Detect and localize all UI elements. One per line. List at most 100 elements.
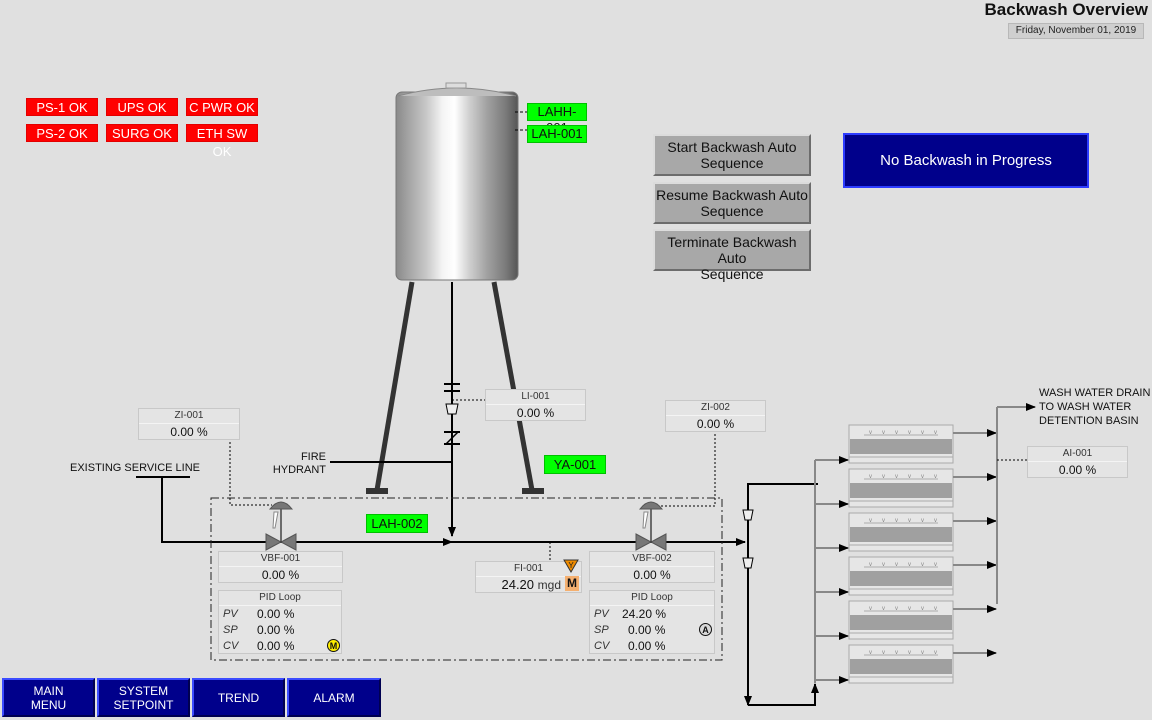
instrument-tag: VBF-002: [590, 552, 714, 567]
instrument-tag: VBF-001: [219, 552, 342, 567]
terminate-backwash-button[interactable]: Terminate Backwash Auto Sequence: [653, 229, 811, 282]
nav-alarm-button[interactable]: ALARM: [287, 678, 381, 717]
button-label-line1: Start Backwash Auto: [667, 139, 797, 155]
status-ups: UPS OK: [106, 98, 178, 116]
button-label-line2: Sequence: [700, 203, 764, 219]
svg-text:v: v: [934, 606, 937, 612]
label-line: WASH WATER DRAIN: [1039, 387, 1151, 399]
nav-label: ALARM: [313, 690, 355, 705]
svg-text:v: v: [908, 430, 911, 436]
instrument-value: 0.00 %: [633, 568, 671, 582]
leg-foot: [366, 488, 388, 494]
label-line: HYDRANT: [272, 464, 326, 476]
start-backwash-button[interactable]: Start Backwash Auto Sequence: [653, 134, 811, 176]
instrument-value: 0.00 %: [516, 406, 555, 420]
page-title: Backwash Overview: [984, 0, 1148, 19]
flow-reducer-icon: [742, 509, 754, 521]
svg-text:v: v: [908, 562, 911, 568]
instrument-tag: FI-001: [476, 562, 581, 577]
svg-text:v: v: [869, 606, 872, 612]
instrument-tag: ZI-002: [666, 401, 765, 416]
instrument-ai-001[interactable]: AI-001 0.00 %: [1027, 446, 1128, 478]
auto-mode-icon[interactable]: A: [699, 623, 712, 636]
flow-value: 24.20: [501, 577, 535, 592]
valve-vbf-002-icon[interactable]: [635, 501, 667, 551]
status-ps1: PS-1 OK: [26, 98, 98, 116]
svg-text:v: v: [869, 562, 872, 568]
tank-leg: [491, 281, 535, 491]
status-eth-sw: ETH SW OK: [186, 124, 258, 159]
svg-text:v: v: [934, 474, 937, 480]
resume-backwash-button[interactable]: Resume Backwash Auto Sequence: [653, 182, 811, 224]
instrument-vbf-001[interactable]: VBF-001 0.00 %: [218, 551, 343, 583]
svg-text:v: v: [869, 518, 872, 524]
svg-text:v: v: [882, 562, 885, 568]
cv-label: CV: [223, 640, 239, 652]
svg-text:v: v: [882, 474, 885, 480]
instrument-value: 0.00 %: [261, 568, 300, 582]
nav-label: MAIN: [33, 683, 64, 698]
backwash-status-banner: No Backwash in Progress: [843, 133, 1089, 188]
svg-text:v: v: [921, 606, 924, 612]
label-line: TO WASH WATER: [1039, 401, 1132, 413]
manual-mode-icon[interactable]: M: [327, 639, 340, 652]
date-display: Friday, November 01, 2019: [1008, 23, 1144, 39]
wash-water-drain-label: WASH WATER DRAIN TO WASH WATER DETENTION…: [1039, 386, 1150, 428]
alarm-lahh-001[interactable]: LAHH-001: [527, 103, 587, 135]
elevated-tank: [395, 82, 519, 281]
svg-text:v: v: [895, 650, 898, 656]
svg-text:v: v: [921, 650, 924, 656]
pv-label: PV: [223, 608, 238, 620]
fire-hydrant-label: FIRE HYDRANT: [270, 451, 326, 477]
svg-text:v: v: [921, 562, 924, 568]
svg-text:v: v: [934, 518, 937, 524]
pv-label: PV: [594, 608, 609, 620]
cv-value: 0.00 %: [628, 639, 666, 653]
existing-service-line-label: EXISTING SERVICE LINE: [70, 462, 201, 474]
pid-title: PID Loop: [590, 591, 714, 606]
pv-value: 0.00 %: [257, 607, 295, 621]
sp-label: SP: [594, 624, 609, 636]
tank-leg: [374, 281, 415, 491]
nav-label: SYSTEM: [118, 683, 169, 698]
instrument-vbf-002[interactable]: VBF-002 0.00 %: [589, 551, 715, 583]
instrument-value: 0.00 %: [170, 425, 208, 439]
button-label-line1: Resume Backwash Auto: [656, 187, 808, 203]
instrument-zi-002[interactable]: ZI-002 0.00 %: [665, 400, 766, 432]
valve-vbf-001-icon[interactable]: [265, 501, 297, 551]
alarm-lah-002[interactable]: LAH-002: [366, 514, 428, 533]
cv-label: CV: [594, 640, 610, 652]
svg-text:v: v: [882, 430, 885, 436]
sp-value: 0.00 %: [628, 623, 666, 637]
flow-reducer-icon: [742, 557, 754, 569]
nav-trend-button[interactable]: TREND: [192, 678, 285, 717]
pid-loop-2[interactable]: PID Loop PV 24.20 % SP 0.00 % CV 0.00 % A: [589, 590, 715, 654]
instrument-fi-001[interactable]: FI-001 24.20 mgd: [475, 561, 582, 593]
pv-value: 24.20 %: [622, 607, 667, 621]
instrument-value: 0.00 %: [1058, 463, 1097, 477]
status-ps2: PS-2 OK: [26, 124, 98, 142]
svg-text:v: v: [934, 562, 937, 568]
instrument-tag: LI-001: [486, 390, 585, 405]
svg-text:v: v: [895, 518, 898, 524]
alarm-ya-001[interactable]: YA-001: [544, 455, 606, 474]
sp-value: 0.00 %: [257, 623, 295, 637]
instrument-value: 24.20 mgd: [476, 577, 581, 593]
svg-text:v: v: [882, 650, 885, 656]
label-line: DETENTION BASIN: [1039, 415, 1139, 427]
alarm-lah-001[interactable]: LAH-001: [527, 125, 587, 143]
button-label-line2: Sequence: [700, 266, 764, 282]
svg-text:v: v: [921, 518, 924, 524]
svg-text:v: v: [921, 474, 924, 480]
instrument-li-001[interactable]: LI-001 0.00 %: [485, 389, 586, 421]
pid-title: PID Loop: [219, 591, 341, 606]
instrument-zi-001[interactable]: ZI-001 0.00 %: [138, 408, 240, 440]
status-surg: SURG OK: [106, 124, 178, 142]
